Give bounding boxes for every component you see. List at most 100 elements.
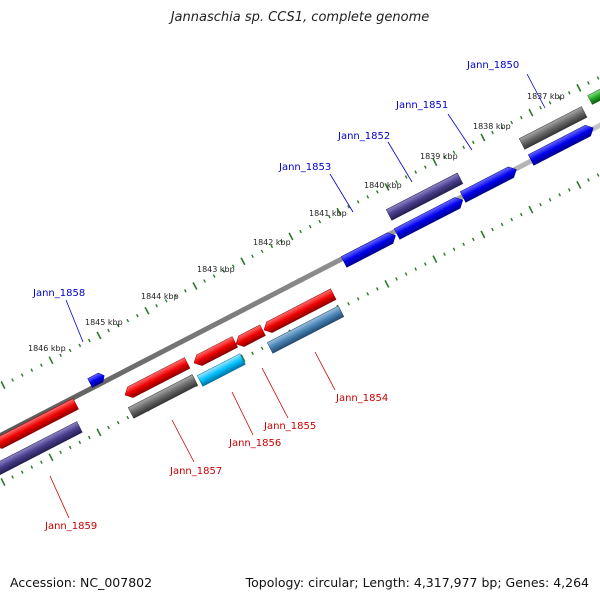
major-tick — [480, 230, 486, 239]
gene-feature-red-a[interactable] — [191, 336, 238, 369]
minor-tick — [462, 242, 466, 247]
minor-tick — [116, 420, 120, 425]
scale-label: 1843 kbp — [197, 265, 235, 274]
major-tick — [48, 453, 54, 462]
gene-feature-jann-1854[interactable] — [266, 305, 345, 354]
gene-label-jann-1852[interactable]: Jann_1852 — [337, 131, 390, 142]
minor-tick — [414, 267, 418, 271]
scale-labels: 1837 kbp 1838 kbp 1839 kbp 1840 kbp 1841… — [28, 92, 565, 353]
major-tick — [432, 158, 438, 167]
minor-tick — [375, 190, 379, 194]
minor-tick — [356, 297, 360, 301]
minor-tick — [423, 165, 427, 169]
minor-tick — [510, 120, 514, 125]
minor-tick — [375, 287, 379, 291]
minor-tick — [135, 313, 139, 318]
minor-tick — [567, 91, 571, 95]
leader-line — [329, 173, 354, 213]
scale-label: 1839 kbp — [420, 152, 458, 161]
minor-tick — [596, 173, 600, 177]
major-tick — [48, 356, 54, 365]
gene-label-jann-1854[interactable]: Jann_1854 — [335, 393, 388, 404]
scale-label: 1837 kbp — [527, 92, 565, 101]
minor-tick — [30, 368, 34, 372]
minor-tick — [587, 81, 590, 85]
gene-label-jann-1857[interactable]: Jann_1857 — [169, 466, 222, 477]
gene-feature-jann-1857[interactable] — [127, 374, 199, 419]
gene-label-jann-1855[interactable]: Jann_1855 — [263, 421, 316, 432]
major-tick — [0, 381, 6, 389]
leader-line — [49, 475, 70, 519]
major-tick — [576, 83, 582, 92]
major-tick — [240, 257, 246, 266]
accession-text: Accession: NC_007802 — [10, 575, 153, 590]
gene-feature-red-c[interactable] — [0, 398, 79, 451]
leader-line — [447, 113, 473, 151]
minor-tick — [164, 299, 168, 303]
scale-label: 1840 kbp — [364, 181, 402, 190]
gene-feature-jann-1852b[interactable] — [393, 195, 465, 240]
scale-label: 1845 kbp — [85, 318, 123, 327]
gene-feature-red-b[interactable] — [122, 357, 191, 401]
gene-feature-green[interactable] — [587, 84, 600, 105]
scale-label: 1846 kbp — [28, 344, 66, 353]
gene-label-jann-1859[interactable]: Jann_1859 — [44, 521, 97, 532]
major-tick — [576, 180, 582, 189]
gene-feature-jann-1850[interactable] — [527, 123, 596, 166]
gene-feature-jann-1859[interactable] — [0, 421, 83, 476]
minor-tick — [548, 100, 552, 105]
major-tick — [432, 255, 438, 264]
major-tick — [528, 205, 534, 214]
leader-line — [171, 419, 195, 463]
gene-label-jann-1858[interactable]: Jann_1858 — [32, 288, 85, 299]
minor-tick — [366, 292, 370, 296]
scale-label: 1841 kbp — [309, 209, 347, 218]
gene-feature-jann-1851[interactable] — [459, 164, 519, 203]
minor-tick — [20, 373, 24, 377]
minor-tick — [174, 294, 178, 298]
minor-tick — [59, 353, 62, 358]
major-tick — [336, 207, 342, 216]
minor-tick — [366, 195, 370, 199]
gene-feature-jann-1852[interactable] — [385, 172, 464, 221]
minor-tick — [279, 239, 283, 244]
minor-tick — [404, 175, 408, 179]
gene-feature-jann-1856[interactable] — [196, 353, 246, 387]
minor-tick — [567, 188, 571, 192]
minor-tick — [539, 202, 542, 207]
minor-tick — [20, 470, 24, 474]
gene-label-jann-1851[interactable]: Jann_1851 — [395, 100, 448, 111]
major-tick — [384, 280, 390, 288]
gene-feature-jann-1854a[interactable] — [261, 288, 337, 335]
minor-tick — [558, 96, 562, 100]
gene-label-jann-1853[interactable]: Jann_1853 — [278, 162, 331, 173]
minor-tick — [40, 460, 43, 464]
leader-line — [261, 367, 289, 419]
gene-label-jann-1850[interactable]: Jann_1850 — [466, 60, 519, 71]
minor-tick — [452, 150, 456, 155]
minor-tick — [308, 224, 312, 229]
gene-label-jann-1856[interactable]: Jann_1856 — [228, 438, 281, 449]
minor-tick — [519, 115, 523, 120]
minor-tick — [395, 277, 398, 281]
minor-tick — [548, 197, 552, 202]
minor-tick — [491, 130, 494, 135]
gene-feature-jann-1853[interactable] — [340, 230, 398, 268]
minor-tick — [107, 328, 110, 333]
leader-line — [387, 141, 413, 183]
gene-feature-gray[interactable] — [518, 106, 588, 150]
minor-tick — [116, 323, 120, 328]
major-tick — [192, 282, 198, 290]
minor-tick — [107, 425, 110, 430]
gene-feature-jann-1858[interactable] — [87, 371, 107, 388]
minor-tick — [404, 272, 408, 276]
minor-tick — [183, 289, 187, 293]
minor-tick — [318, 219, 322, 224]
minor-tick — [471, 237, 475, 242]
minor-tick — [452, 247, 456, 252]
scale-label: 1838 kbp — [473, 122, 511, 131]
gene-feature-jann-1855[interactable] — [233, 324, 266, 349]
scale-label: 1844 kbp — [141, 292, 179, 301]
minor-tick — [87, 435, 91, 440]
